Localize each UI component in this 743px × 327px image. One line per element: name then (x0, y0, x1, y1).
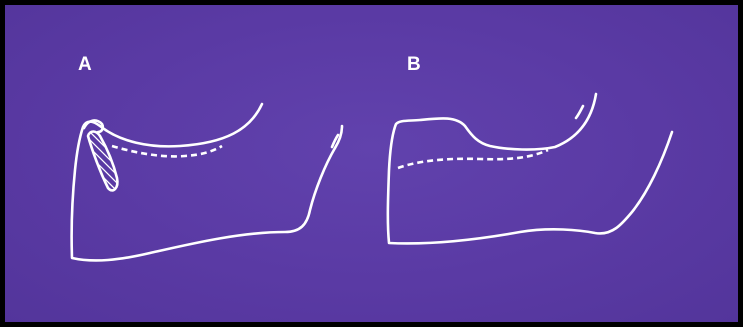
panel-b-dashed-line (398, 150, 548, 168)
panel-a-drawing (70, 88, 342, 260)
panel-a-mandible-outline (72, 104, 342, 260)
panel-a-hatching (70, 88, 130, 220)
panel-b-ramus-notch (576, 106, 583, 118)
panel-b-mandible-outline (388, 94, 672, 243)
panel-b-drawing (388, 94, 672, 243)
